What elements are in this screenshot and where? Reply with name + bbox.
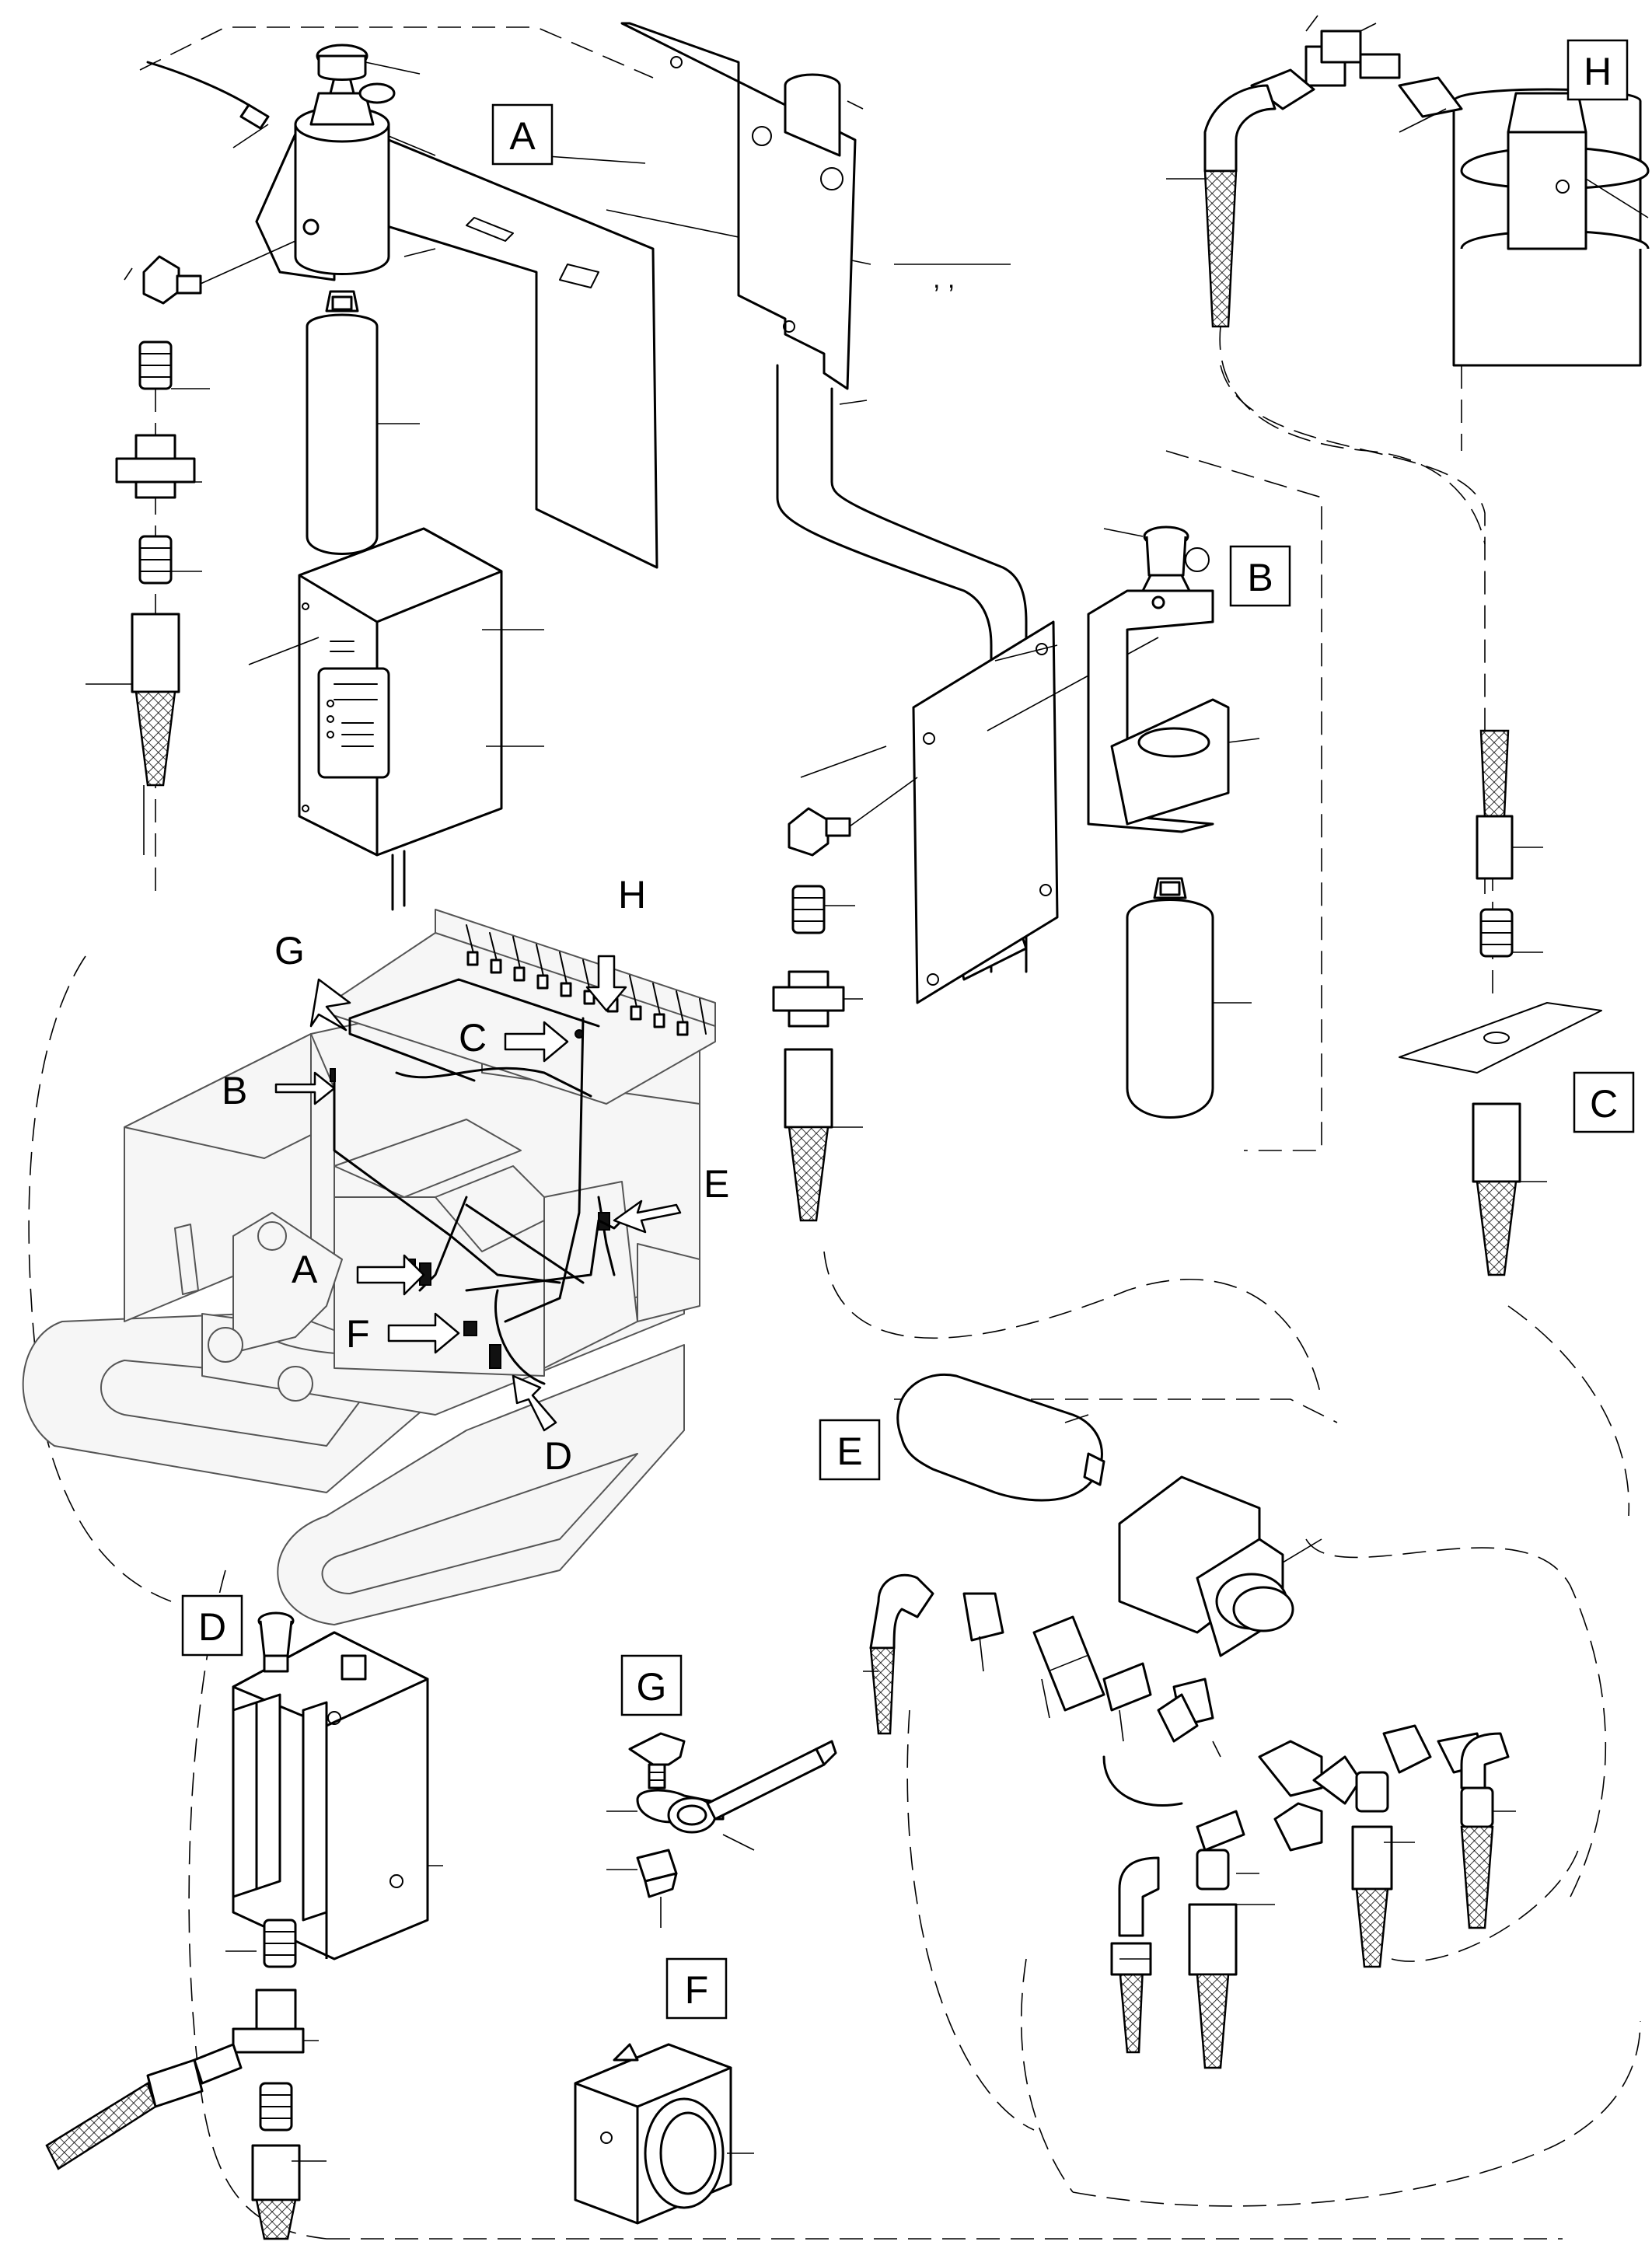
callout-G: G: [620, 1654, 683, 1716]
svg-text:B: B: [1247, 556, 1273, 599]
arrow-E: [613, 1199, 682, 1234]
view-C-assembly: [1399, 729, 1602, 1276]
arrow-A: [356, 1254, 425, 1296]
svg-text:A: A: [509, 114, 536, 158]
location-letter-D: D: [544, 1434, 572, 1478]
view-E-assembly: [863, 1374, 1516, 2069]
dashed-group-outlines: [28, 26, 1641, 2240]
location-letter-H: H: [618, 873, 646, 917]
arrow-D: [512, 1374, 557, 1432]
callout-H: H: [1566, 39, 1629, 101]
location-letter-A: A: [292, 1248, 318, 1291]
callout-B: B: [1229, 545, 1291, 607]
callout-D: D: [181, 1594, 243, 1657]
location-letter-F: F: [346, 1312, 370, 1356]
arrow-F: [387, 1312, 460, 1354]
pipe-bracket-assembly: [620, 22, 1159, 1004]
callout-E: E: [819, 1419, 881, 1481]
svg-text:E: E: [836, 1430, 862, 1473]
arrow-B: [274, 1071, 336, 1105]
view-G-assembly: [606, 1732, 837, 1928]
view-D-assembly: [45, 1611, 443, 2240]
location-letter-C: C: [459, 1016, 487, 1060]
stray-marks: , ,: [933, 264, 955, 294]
view-F-assembly: [574, 2043, 754, 2225]
location-letter-E: E: [704, 1162, 729, 1206]
location-letter-G: G: [274, 929, 305, 972]
callout-F: F: [665, 1957, 728, 2020]
svg-text:F: F: [685, 1968, 709, 2012]
svg-text:C: C: [1590, 1082, 1618, 1126]
callout-C: C: [1573, 1071, 1635, 1133]
callout-boxes: A B C D E F G H: [181, 39, 1635, 2020]
arrow-C: [504, 1021, 569, 1063]
view-A-assembly: [86, 44, 871, 911]
arrow-G: [309, 978, 351, 1032]
view-B-assembly: [772, 525, 1260, 1222]
svg-text:D: D: [198, 1605, 226, 1649]
location-arrows: [274, 955, 682, 1432]
view-H-assembly: [1166, 15, 1650, 545]
machine-piping: [333, 978, 616, 1385]
svg-text:H: H: [1584, 50, 1612, 93]
svg-text:G: G: [637, 1665, 667, 1709]
excavator-machine: G C B H E A F D: [22, 873, 729, 1625]
callout-A: A: [491, 103, 554, 166]
arrow-H: [585, 955, 627, 1012]
location-letter-B: B: [222, 1069, 247, 1112]
